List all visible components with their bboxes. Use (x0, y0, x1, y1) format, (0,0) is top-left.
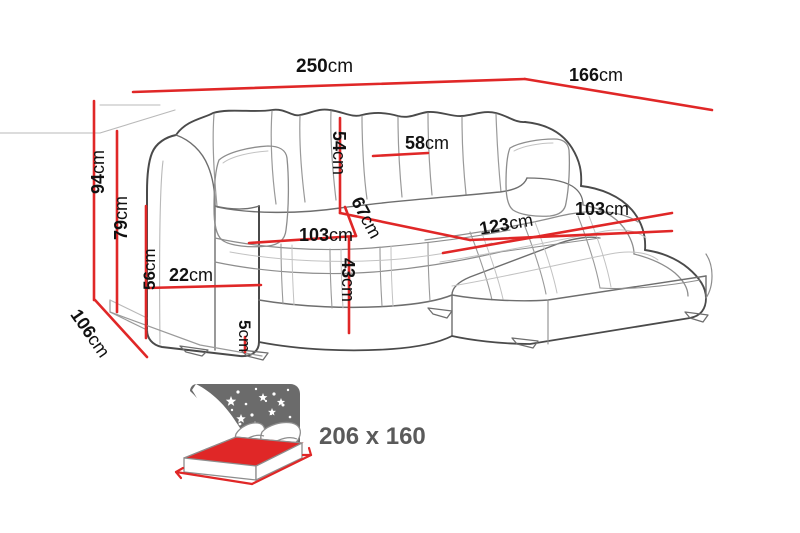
bed-size-label: 206 x 160 (319, 423, 426, 450)
dimension-line-103-left (247, 234, 358, 245)
dimension-line-123 (441, 211, 674, 255)
sofa-body-outline (0, 104, 713, 361)
dimension-line-22 (145, 283, 263, 290)
dimension-line-166 (523, 77, 714, 112)
bed-dimension-arrows (174, 446, 313, 486)
dimension-line-106 (93, 298, 149, 359)
bed-icon (174, 384, 313, 486)
dimension-lines (92, 77, 714, 359)
dimension-line-67 (338, 211, 472, 242)
sofa-feet (179, 307, 709, 361)
dimension-line-103-right (468, 229, 674, 242)
dimension-line-250 (131, 77, 527, 94)
dimension-line-58 (371, 151, 430, 158)
dimension-line-67-stub (343, 205, 358, 238)
